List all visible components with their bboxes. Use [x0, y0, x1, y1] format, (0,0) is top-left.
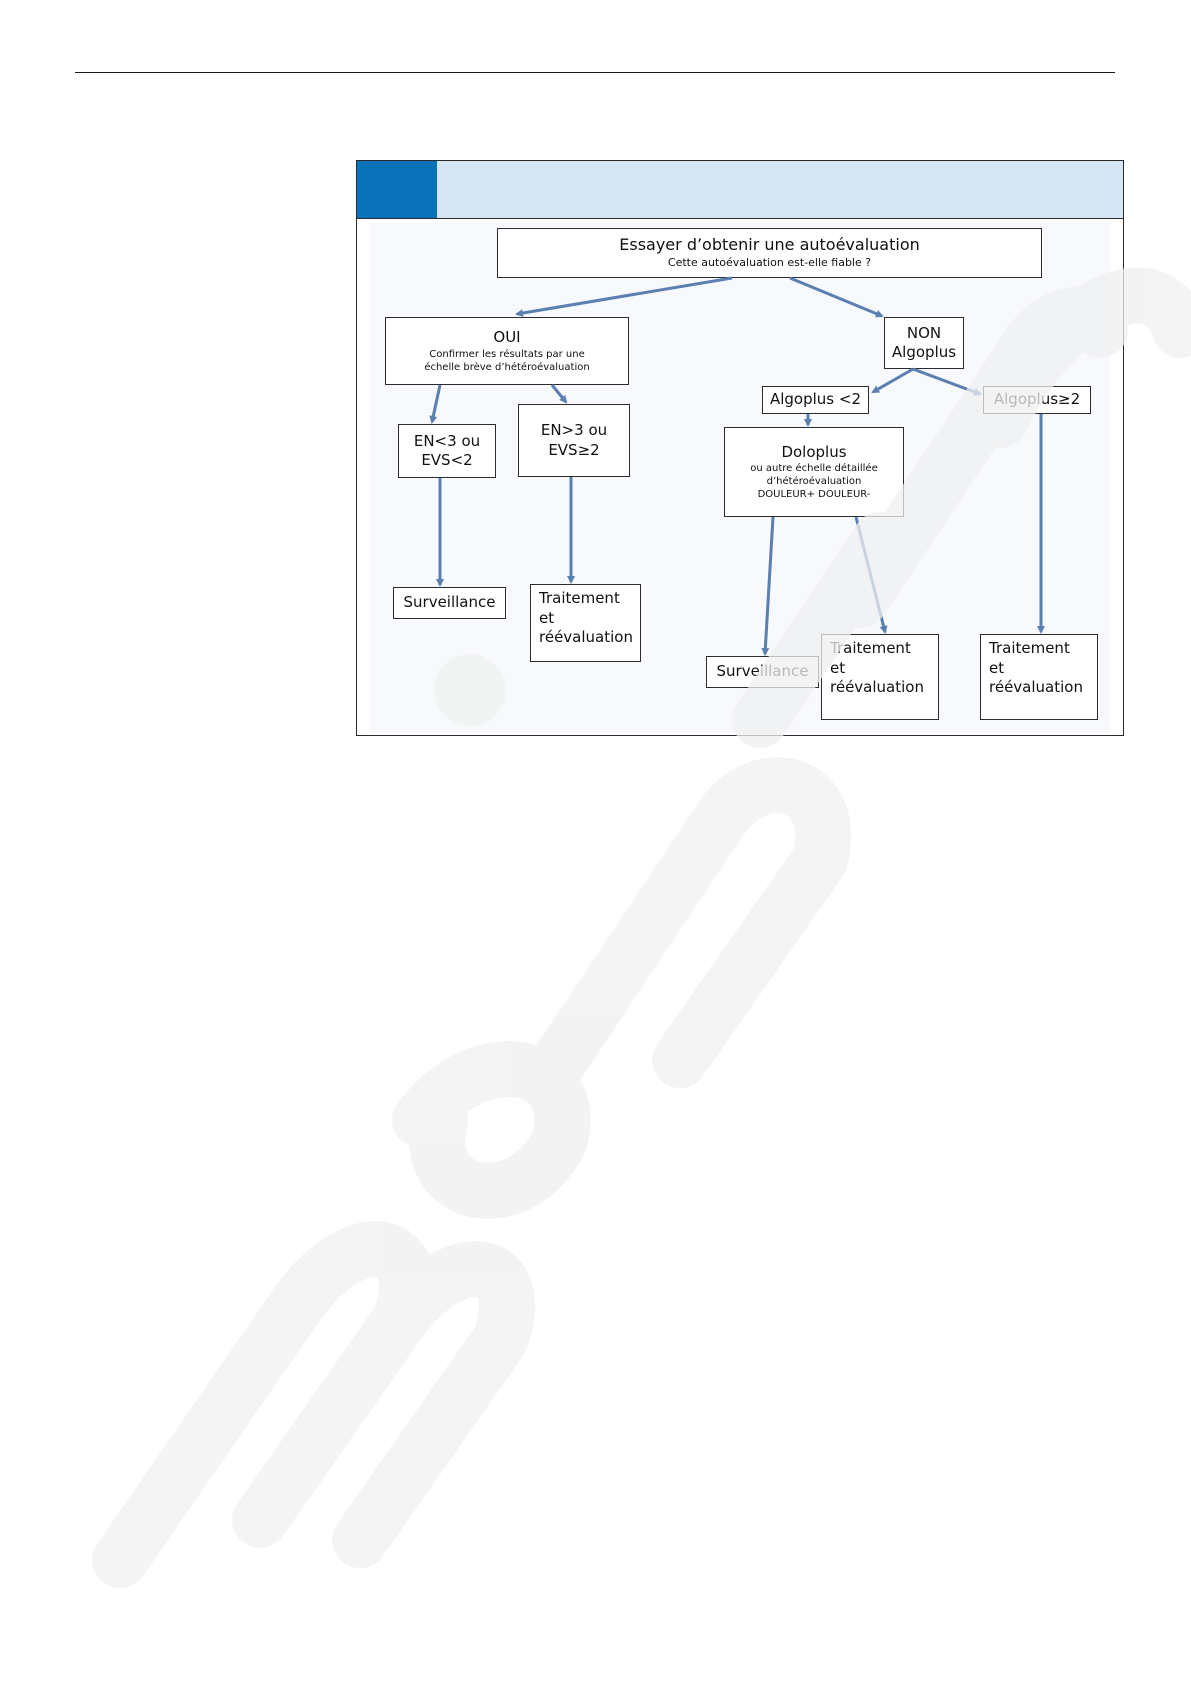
doloplus-line1: ou autre échelle détaillée [750, 463, 878, 475]
traitement-left-line1: Traitement [539, 589, 620, 607]
root-subtitle: Cette autoévaluation est-elle fiable ? [667, 256, 872, 270]
doloplus-box: Doloplus ou autre échelle détaillée d’hé… [724, 427, 904, 517]
algoplus-high-box: Algoplus≥2 [983, 386, 1091, 414]
algoplus-high-label: Algoplus≥2 [993, 390, 1081, 409]
root-title: Essayer d’obtenir une autoévaluation [619, 235, 920, 255]
en-high-line1: EN>3 ou [540, 421, 608, 439]
oui-line2: échelle brève d’hétéroévaluation [424, 361, 590, 373]
oui-box: OUI Confirmer les résultats par une éche… [385, 317, 629, 385]
en-high-line2: EVS≥2 [548, 440, 600, 459]
en-low-box: EN<3 ou EVS<2 [398, 424, 496, 478]
traitement-mid-line3: réévaluation [830, 678, 924, 696]
traitement-right-line3: réévaluation [989, 678, 1083, 696]
traitement-left-box: Traitement et réévaluation [530, 584, 641, 662]
en-low-line1: EN<3 ou [413, 431, 481, 450]
doloplus-title: Doloplus [781, 442, 847, 461]
oui-title: OUI [493, 328, 521, 347]
algoplus-low-label: Algoplus <2 [769, 390, 862, 409]
traitement-right-line2: et [989, 658, 1005, 677]
traitement-right-line1: Traitement [989, 639, 1070, 657]
figure-header-bar [357, 161, 1123, 219]
page-top-rule [75, 72, 1115, 73]
traitement-right-box: Traitement et réévaluation [980, 634, 1098, 720]
figure-number-tab [357, 161, 437, 218]
doloplus-line3: DOULEUR+ DOULEUR- [757, 489, 871, 501]
non-line1: NON [906, 323, 942, 342]
doloplus-line2: d’hétéroévaluation [766, 476, 862, 488]
non-box: NON Algoplus [884, 317, 964, 369]
en-high-box: EN>3 ou EVS≥2 [518, 404, 630, 477]
surveillance-left-box: Surveillance [393, 587, 506, 619]
surveillance-mid-label: Surveillance [716, 662, 809, 681]
non-line2: Algoplus [891, 343, 957, 361]
oui-line1: Confirmer les résultats par une [429, 348, 585, 360]
traitement-left-line2: et [539, 608, 555, 627]
traitement-left-line3: réévaluation [539, 628, 633, 646]
root-box: Essayer d’obtenir une autoévaluation Cet… [497, 228, 1042, 278]
traitement-mid-box: Traitement et réévaluation [821, 634, 939, 720]
traitement-mid-line1: Traitement [830, 639, 911, 657]
traitement-mid-line2: et [830, 658, 846, 677]
surveillance-left-label: Surveillance [403, 593, 496, 612]
surveillance-mid-box: Surveillance [706, 656, 819, 688]
en-low-line2: EVS<2 [421, 451, 473, 469]
algoplus-low-box: Algoplus <2 [762, 386, 869, 414]
